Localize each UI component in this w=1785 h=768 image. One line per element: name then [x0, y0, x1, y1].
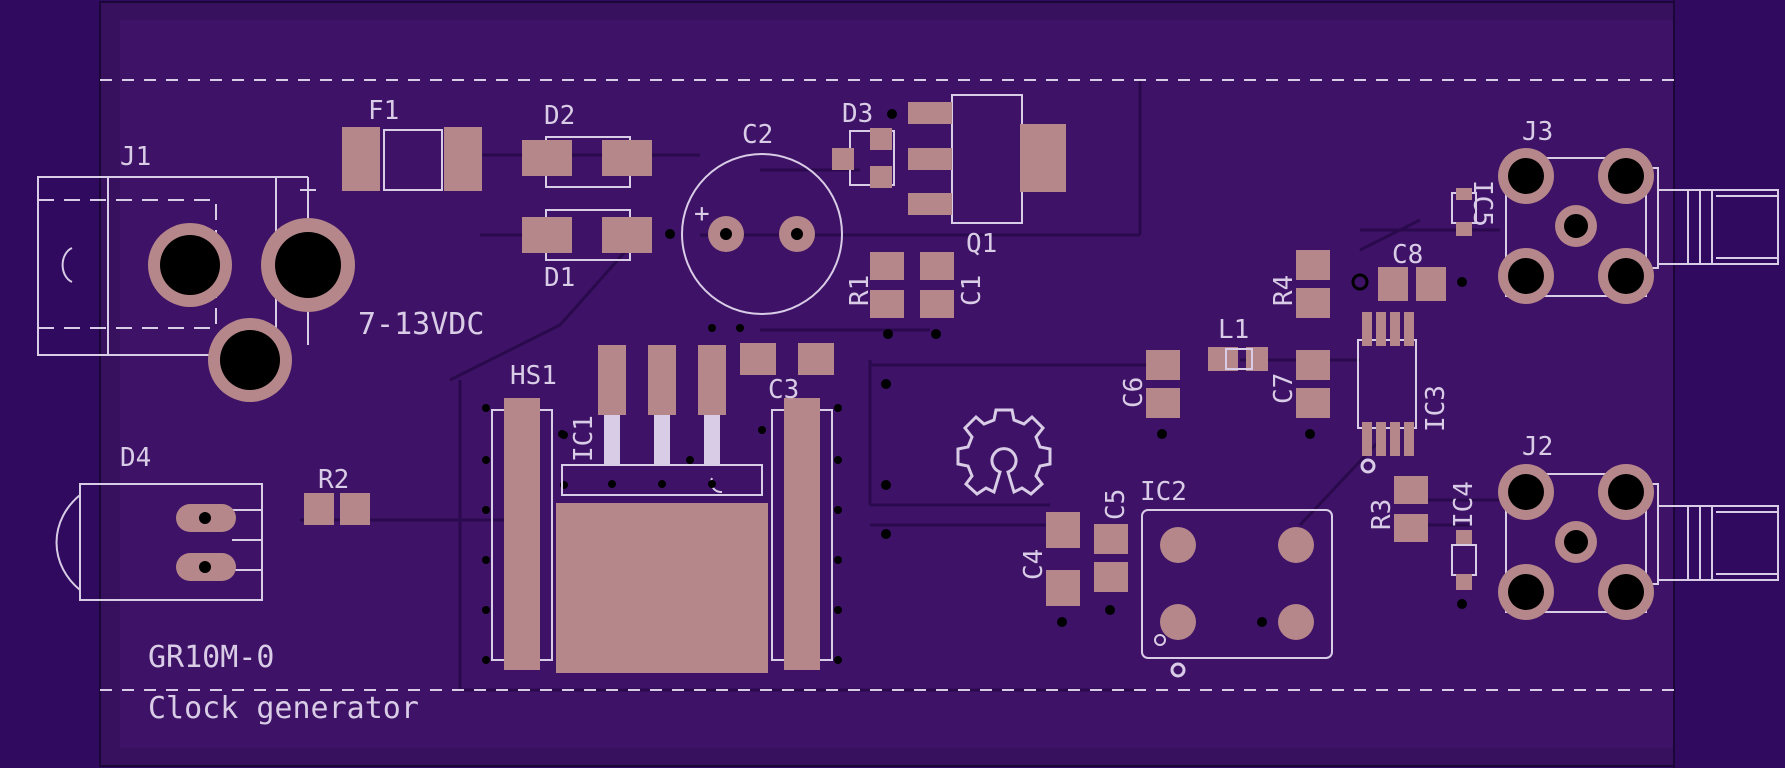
refdes-ic5: IC5 — [1467, 180, 1497, 227]
refdes-c6: C6 — [1119, 377, 1149, 408]
refdes-c5: C5 — [1101, 489, 1131, 520]
component-c4[interactable] — [1046, 512, 1080, 606]
refdes-r2: R2 — [318, 465, 349, 495]
refdes-j2: J2 — [1522, 432, 1553, 462]
component-j1[interactable] — [37, 176, 355, 402]
refdes-c2: C2 — [742, 120, 773, 150]
refdes-hs1: HS1 — [510, 361, 557, 391]
refdes-d2: D2 — [544, 101, 575, 131]
component-ic2[interactable] — [1141, 509, 1333, 678]
refdes-c8: C8 — [1392, 240, 1423, 270]
refdes-c1: C1 — [957, 275, 987, 306]
component-q1[interactable] — [908, 94, 1066, 224]
refdes-c7: C7 — [1269, 373, 1299, 404]
component-c7[interactable] — [1296, 350, 1330, 418]
refdes-d1: D1 — [544, 263, 575, 293]
component-c8[interactable] — [1351, 267, 1446, 301]
component-j3[interactable] — [1498, 148, 1779, 304]
board-description: Clock generator — [148, 691, 419, 726]
refdes-d4: D4 — [120, 443, 151, 473]
component-c3[interactable] — [740, 343, 834, 375]
component-ic5[interactable] — [1451, 188, 1477, 236]
component-l1[interactable] — [1208, 347, 1268, 371]
refdes-ic1: IC1 — [569, 415, 599, 462]
vias — [665, 109, 1467, 627]
refdes-l1: L1 — [1218, 315, 1249, 345]
power-input-label: 7-13VDC — [358, 307, 484, 342]
refdes-d3: D3 — [842, 99, 873, 129]
component-c1[interactable] — [920, 252, 954, 318]
refdes-j3: J3 — [1522, 117, 1553, 147]
component-d3[interactable] — [832, 128, 895, 188]
component-d4[interactable] — [55, 483, 263, 601]
component-hs1[interactable] — [482, 398, 842, 670]
refdes-r4: R4 — [1269, 275, 1299, 306]
refdes-j1: J1 — [120, 142, 151, 172]
refdes-ic4: IC4 — [1449, 481, 1479, 528]
component-d1[interactable] — [522, 209, 652, 261]
refdes-f1: F1 — [368, 96, 399, 126]
polarity-plus-c2: + — [694, 199, 710, 229]
component-c5[interactable] — [1094, 524, 1128, 592]
component-ic3[interactable] — [1357, 312, 1417, 474]
component-c6[interactable] — [1146, 350, 1180, 418]
refdes-r3: R3 — [1367, 499, 1397, 530]
component-ic4[interactable] — [1451, 530, 1477, 590]
component-d2[interactable] — [522, 136, 652, 188]
oshw-gear-icon — [956, 408, 1052, 496]
refdes-r1: R1 — [845, 275, 875, 306]
component-r4[interactable] — [1296, 250, 1330, 318]
component-f1[interactable] — [342, 127, 482, 191]
refdes-c4: C4 — [1019, 549, 1049, 580]
component-c2[interactable] — [681, 153, 843, 315]
refdes-ic3: IC3 — [1421, 385, 1451, 432]
component-r3[interactable] — [1394, 476, 1428, 542]
component-j2[interactable] — [1498, 464, 1779, 620]
refdes-q1: Q1 — [966, 229, 997, 259]
refdes-ic2: IC2 — [1140, 477, 1187, 507]
component-r2[interactable] — [304, 493, 370, 525]
component-r1[interactable] — [870, 252, 904, 318]
refdes-c3: C3 — [768, 375, 799, 405]
board-name: GR10M-0 — [148, 640, 274, 675]
component-ic1[interactable] — [556, 324, 768, 673]
